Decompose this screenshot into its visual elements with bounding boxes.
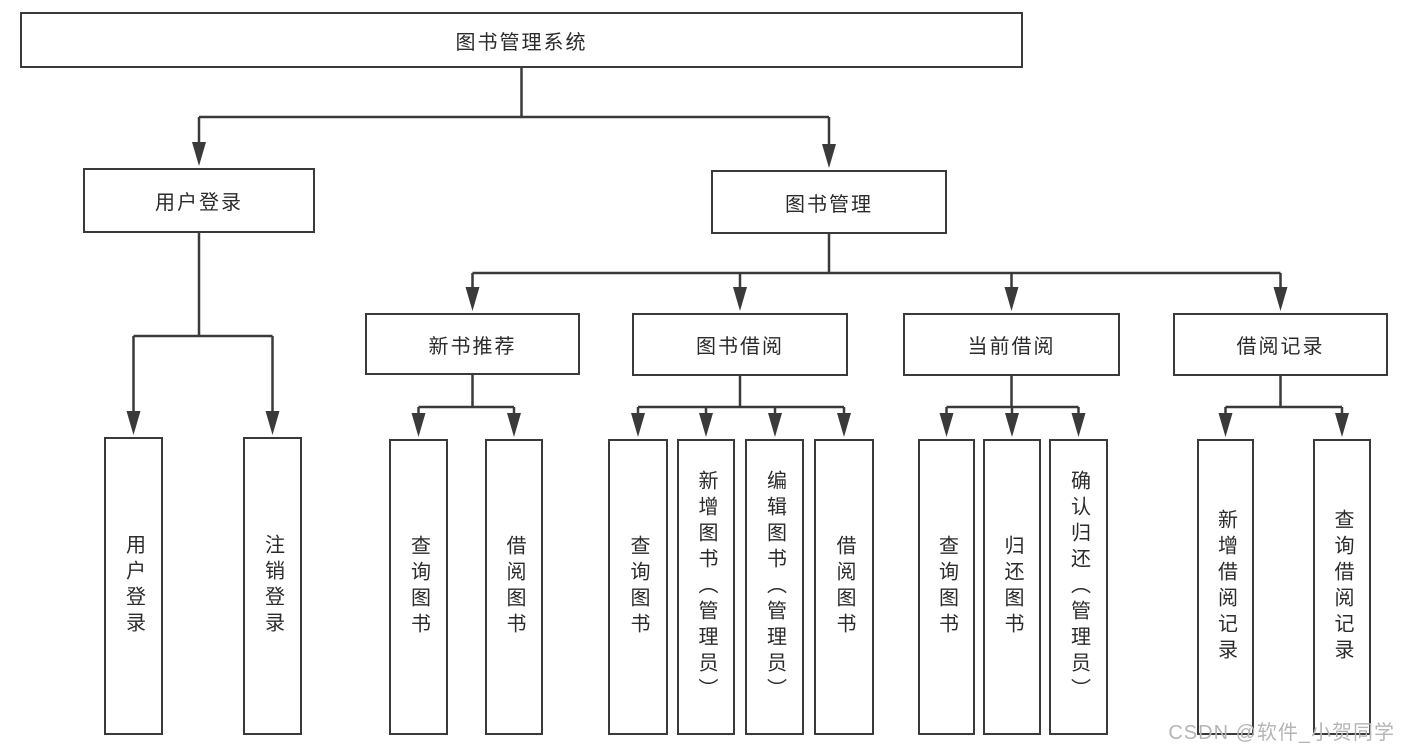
- node-label: 借阅记录: [1236, 336, 1325, 358]
- node-label: 图书管理系统: [455, 31, 588, 54]
- csdn-watermark: CSDN @软件_小贺同学: [1168, 722, 1395, 744]
- leaf-return-book: 归还图书: [983, 439, 1041, 735]
- leaf-label: 用户登录: [122, 534, 145, 638]
- leaf-confirm-return-admin: 确认归还（管理员）: [1049, 439, 1108, 735]
- leaf-label: 查询图书: [935, 535, 958, 639]
- node-new-book-recommend: 新书推荐: [365, 313, 580, 375]
- leaf-label: 借阅图书: [833, 535, 855, 639]
- leaf-query-books-recommend: 查询图书: [389, 439, 448, 735]
- node-root-system: 图书管理系统: [20, 12, 1023, 68]
- node-label: 用户登录: [155, 192, 243, 214]
- leaf-borrow-books-recommend: 借阅图书: [485, 439, 543, 735]
- node-current-borrowing: 当前借阅: [903, 313, 1120, 376]
- leaf-label: 归还图书: [1001, 535, 1023, 639]
- leaf-query-books-current: 查询图书: [918, 439, 975, 735]
- leaf-label: 确认归还（管理员）: [1067, 470, 1090, 704]
- leaf-add-book-admin: 新增图书（管理员）: [677, 439, 735, 735]
- leaf-query-borrow-record: 查询借阅记录: [1313, 439, 1371, 735]
- node-label: 图书借阅: [696, 336, 784, 358]
- node-book-management: 图书管理: [711, 170, 947, 234]
- node-book-borrowing: 图书借阅: [632, 313, 848, 376]
- node-borrow-records: 借阅记录: [1173, 313, 1388, 376]
- leaf-label: 注销登录: [261, 534, 284, 638]
- leaf-label: 编辑图书（管理员）: [763, 470, 786, 704]
- leaf-label: 查询图书: [407, 535, 430, 639]
- leaf-label: 新增图书（管理员）: [695, 470, 717, 704]
- node-label: 新书推荐: [428, 335, 517, 358]
- arrowheads: [126, 142, 1349, 437]
- leaf-logout: 注销登录: [243, 437, 302, 735]
- leaf-user-login: 用户登录: [104, 437, 163, 735]
- leaf-label: 借阅图书: [503, 535, 525, 639]
- leaf-label: 查询图书: [627, 535, 649, 639]
- node-label: 图书管理: [785, 193, 873, 216]
- leaf-label: 查询借阅记录: [1331, 509, 1353, 665]
- leaf-add-borrow-record: 新增借阅记录: [1197, 439, 1254, 735]
- node-label: 当前借阅: [967, 336, 1056, 358]
- leaf-edit-book-admin: 编辑图书（管理员）: [745, 439, 804, 735]
- node-user-login: 用户登录: [83, 168, 315, 233]
- leaf-query-books-borrowing: 查询图书: [608, 439, 668, 735]
- leaf-label: 新增借阅记录: [1214, 509, 1237, 665]
- leaf-borrow-books-borrowing: 借阅图书: [814, 439, 874, 735]
